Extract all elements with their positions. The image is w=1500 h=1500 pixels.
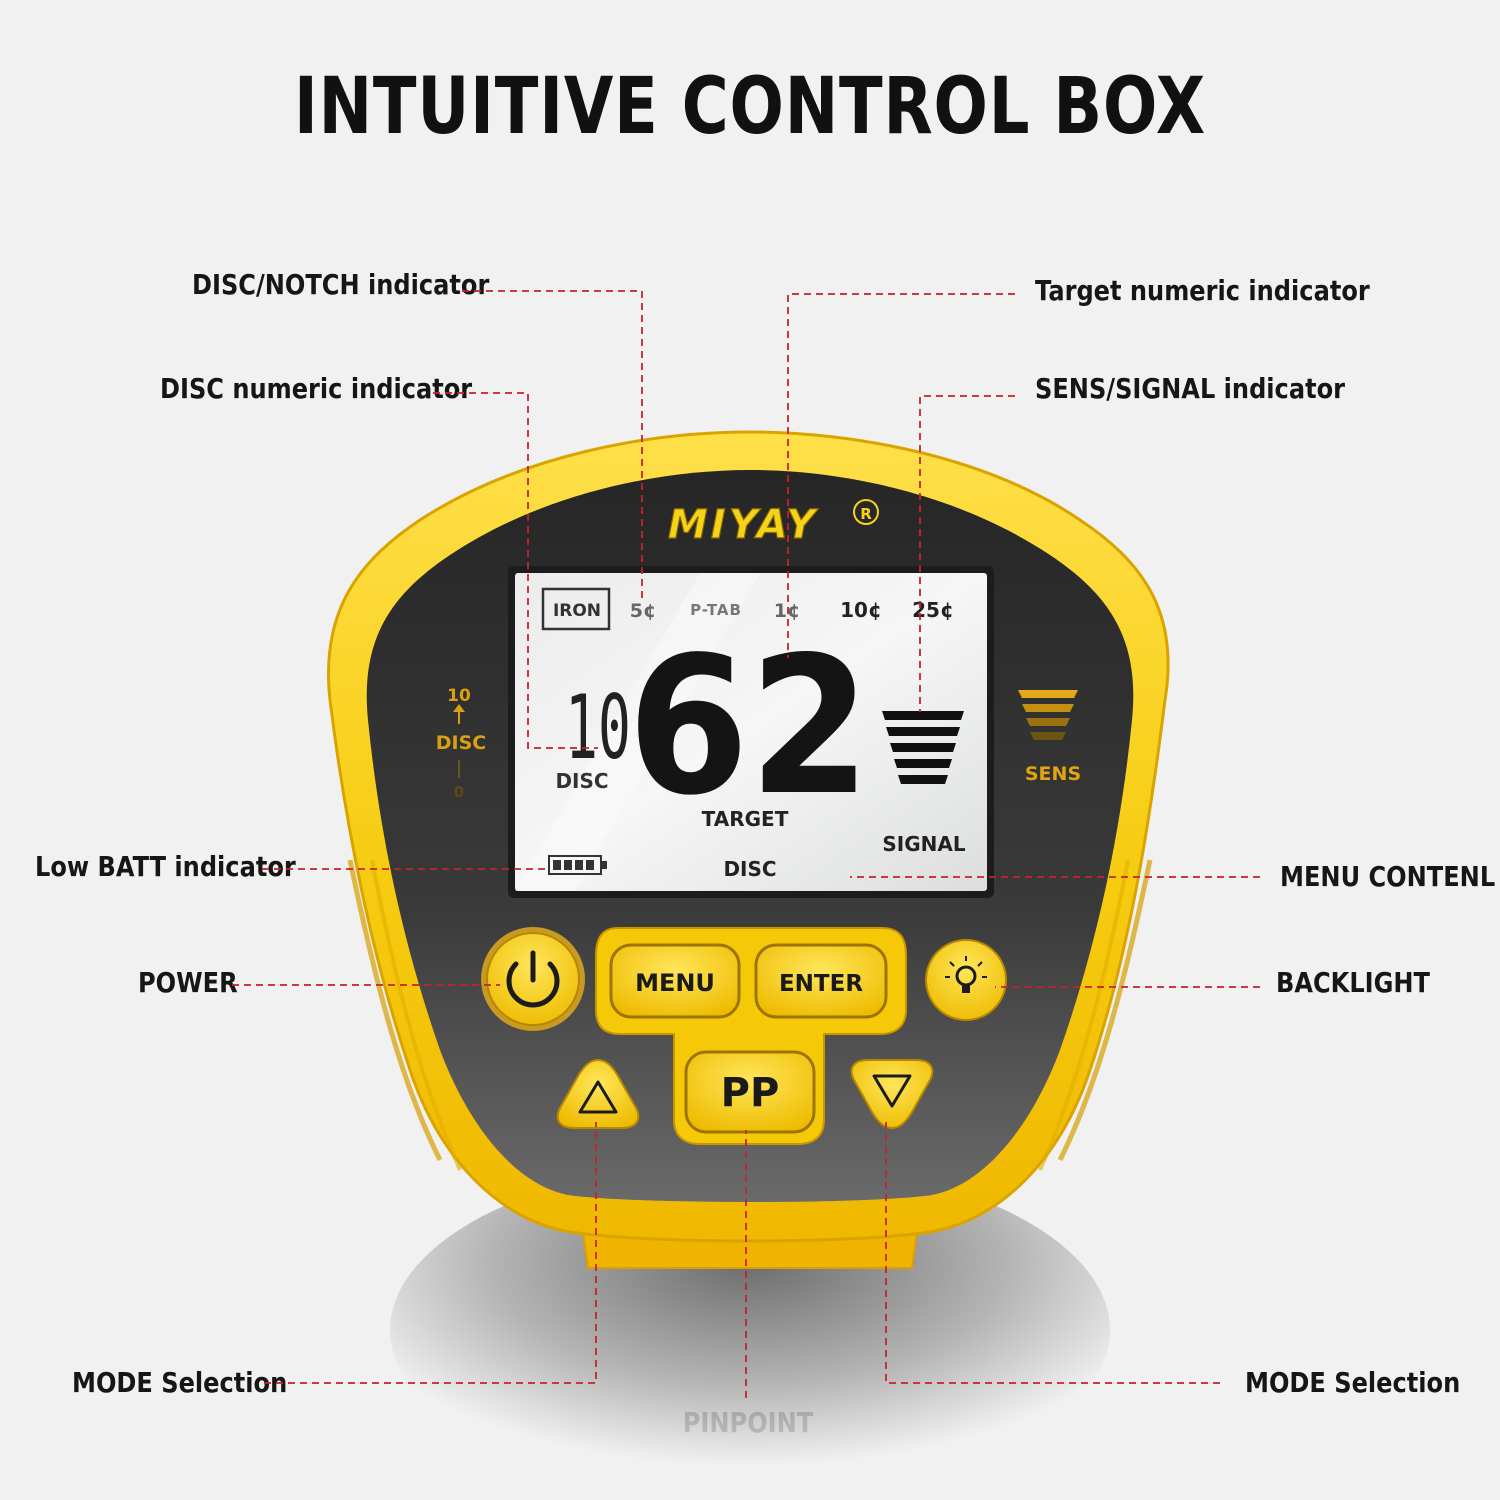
lcd-bezel (508, 566, 994, 898)
disc-scale-top: 10 (447, 686, 471, 706)
rib-right-1 (1057, 859, 1153, 1162)
lcd-notch-row: IRON 5¢ P-TAB 1¢ 10¢ 25¢ (541, 587, 954, 631)
callout-sens-signal: SENS/SIGNAL indicator (1035, 372, 1346, 405)
callout-pinpoint: PINPOINT (682, 1406, 814, 1439)
lcd-signal-label: SIGNAL (882, 832, 965, 856)
brand-logo: MIYAY R (667, 499, 879, 549)
registered-mark: R (860, 505, 872, 523)
leader-target-numeric (787, 293, 1015, 658)
callout-menu-content: MENU CONTENL (1280, 860, 1496, 893)
lcd-disc-value: 10 (565, 677, 631, 779)
handle-stub (580, 1224, 920, 1269)
sens-scale-label: SENS (1025, 763, 1081, 785)
lcd-glare (515, 573, 760, 891)
callout-low-batt: Low BATT indicator (35, 850, 296, 883)
rib-left-1 (347, 859, 443, 1162)
leader-mode-right (885, 1118, 1220, 1384)
callout-backlight: BACKLIGHT (1276, 966, 1430, 999)
lcd-target-label: TARGET (702, 807, 789, 831)
leader-lines (232, 290, 1260, 1398)
lcd-battery-icon (548, 855, 607, 875)
disc-scale-bottom: 0 (454, 783, 464, 801)
lcd-screen (515, 573, 987, 891)
right-sens-scale: SENS (1018, 690, 1081, 785)
iron-box (541, 587, 611, 631)
callout-disc-numeric: DISC numeric indicator (160, 372, 473, 405)
menu-button[interactable] (611, 945, 739, 1017)
disc-scale-label: DISC (436, 732, 486, 754)
callout-mode-right: MODE Selection (1245, 1366, 1461, 1399)
rib-right-2 (1038, 859, 1130, 1171)
lcd-menu-label: DISC (723, 857, 776, 881)
leader-mode-left (264, 1122, 597, 1384)
callout-target-numeric: Target numeric indicator (1035, 274, 1370, 307)
notch-5c: 5¢ (630, 600, 656, 622)
backlight-button[interactable] (926, 940, 1006, 1020)
notch-25c: 25¢ (912, 598, 954, 622)
power-button[interactable] (481, 927, 585, 1031)
rib-left-2 (370, 859, 462, 1171)
page-title: INTUITIVE CONTROL BOX (293, 62, 1207, 152)
notch-10c: 10¢ (840, 598, 882, 622)
pinpoint-button[interactable] (686, 1052, 814, 1132)
enter-button[interactable] (756, 945, 886, 1017)
lcd-signal-bars (882, 711, 964, 784)
left-disc-scale: 10 DISC 0 (436, 686, 486, 801)
lcd-target-value: 62 (627, 617, 870, 838)
brand-text: MIYAY (668, 502, 819, 548)
notch-1c: 1¢ (774, 600, 800, 622)
leader-sens-signal (919, 395, 1015, 712)
callout-power: POWER (138, 966, 238, 999)
notch-iron: IRON (553, 601, 601, 621)
callout-disc-notch: DISC/NOTCH indicator (192, 268, 490, 301)
mode-up-button[interactable] (556, 1060, 640, 1130)
lcd-disc-label: DISC (555, 769, 608, 793)
mode-down-button[interactable] (850, 1058, 934, 1128)
leader-disc-notch (462, 290, 643, 602)
callout-mode-left: MODE Selection (72, 1366, 288, 1399)
device-shadow (390, 1160, 1110, 1500)
leader-disc-numeric (433, 392, 598, 749)
notch-ptab: P-TAB (690, 601, 742, 619)
